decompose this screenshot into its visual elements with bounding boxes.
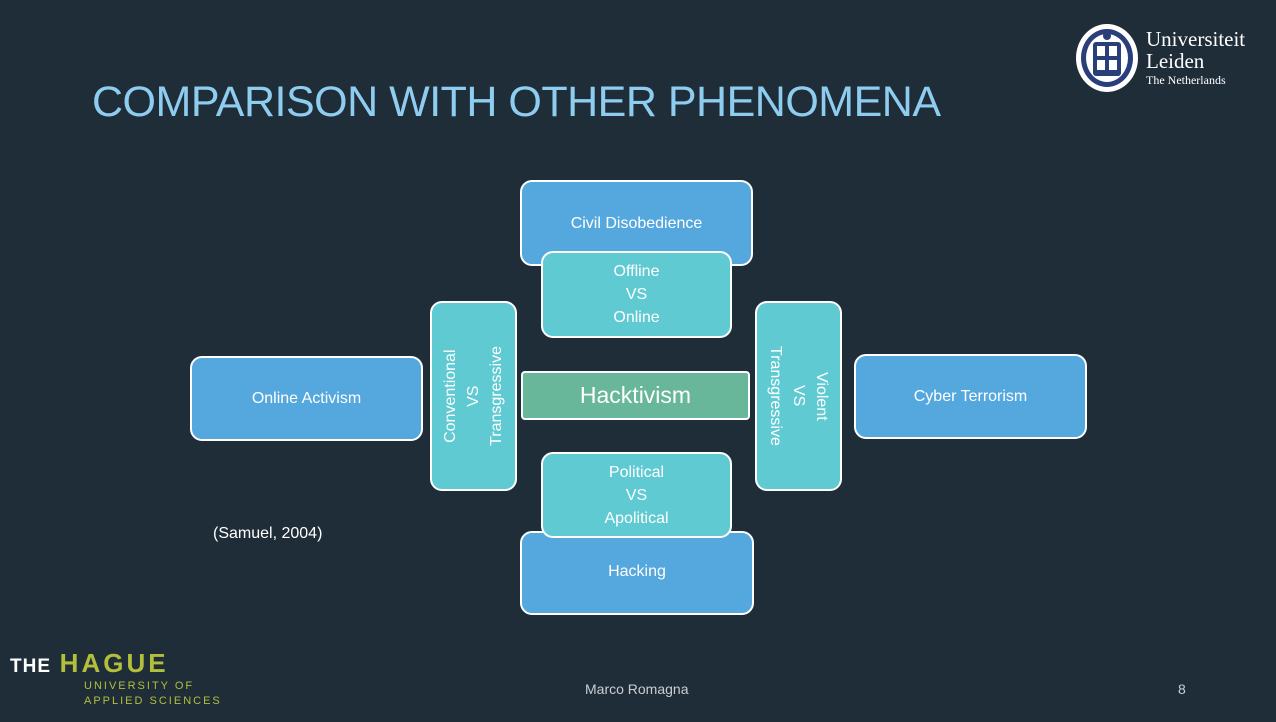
leiden-logo: Universiteit Leiden The Netherlands xyxy=(1074,22,1264,96)
hacking-label: Hacking xyxy=(608,563,666,580)
slide-title: COMPARISON WITH OTHER PHENOMENA xyxy=(92,78,941,126)
slide-number: 8 xyxy=(1178,681,1186,697)
hague-sub1: UNIVERSITY OF xyxy=(84,680,195,692)
violent-transgressive-label: Violent VS Transgressive xyxy=(767,346,830,446)
political-apolitical-box: Political VS Apolitical xyxy=(541,452,732,538)
offline-online-box: Offline VS Online xyxy=(541,251,732,338)
online-activism-box: Online Activism xyxy=(190,356,423,441)
leiden-line2: Leiden xyxy=(1146,49,1205,73)
the-hague-logo: THE HAGUE UNIVERSITY OF APPLIED SCIENCES xyxy=(10,648,222,709)
leiden-line3: The Netherlands xyxy=(1146,73,1226,87)
violent-transgressive-box: Violent VS Transgressive xyxy=(755,301,842,491)
hacking-box: Hacking xyxy=(520,531,754,615)
footer-author: Marco Romagna xyxy=(585,681,689,697)
civil-disobedience-label: Civil Disobedience xyxy=(570,215,703,232)
hague-sub2: APPLIED SCIENCES xyxy=(84,695,222,707)
cyber-terrorism-label: Cyber Terrorism xyxy=(913,388,1028,405)
hacktivism-box: Hacktivism xyxy=(521,371,750,420)
cyber-terrorism-box: Cyber Terrorism xyxy=(854,354,1087,439)
citation: (Samuel, 2004) xyxy=(213,525,323,542)
leiden-line1: Universiteit xyxy=(1146,27,1246,51)
hague-the: THE xyxy=(10,656,51,677)
hague-name: HAGUE xyxy=(59,648,169,678)
conventional-transgressive-box: Conventional VS Transgressive xyxy=(430,301,517,491)
leiden-seal-icon xyxy=(1076,24,1138,92)
online-activism-label: Online Activism xyxy=(251,390,362,407)
conventional-transgressive-label: Conventional VS Transgressive xyxy=(442,346,505,446)
hacktivism-label: Hacktivism xyxy=(579,382,692,408)
